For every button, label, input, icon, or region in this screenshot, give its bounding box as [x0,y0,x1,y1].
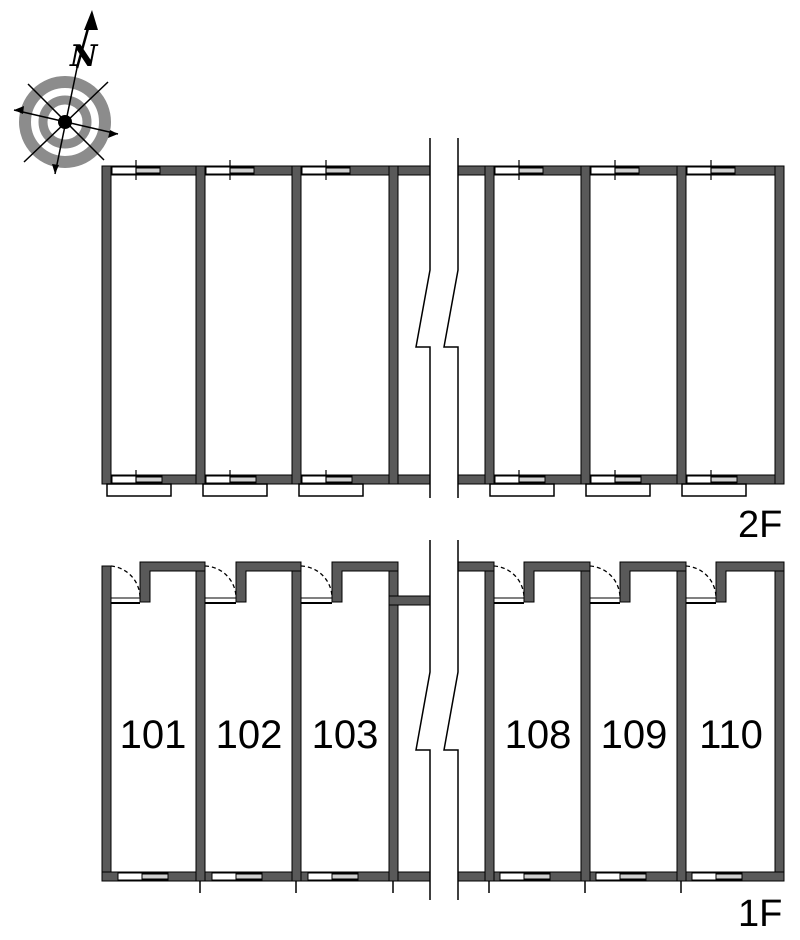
window [205,160,255,180]
window [691,872,743,881]
north-arrow-icon [84,10,98,30]
entry-door [110,565,141,604]
window [499,872,551,881]
unit-label-109: 109 [601,713,668,757]
window [117,872,169,881]
window [595,872,647,881]
break-line [415,138,459,498]
window [111,160,161,180]
window [307,872,359,881]
break-line [415,540,459,900]
entry-door [685,565,717,604]
window [590,160,640,180]
floor-label-1f: 1F [738,893,782,935]
entry-door [300,565,333,604]
window [494,160,544,180]
floor-label-2f: 2F [738,504,782,546]
entry-door [493,565,525,604]
balcony [106,483,172,497]
unit-label-101: 101 [120,713,187,757]
unit-label-108: 108 [505,713,572,757]
unit-label-103: 103 [312,713,379,757]
balcony [298,483,364,497]
unit-label-110: 110 [699,713,763,757]
entry-door [589,565,621,604]
window [494,470,546,488]
balcony [489,483,555,497]
balcony [681,483,747,497]
floor-1f: 101 102 103 108 109 110 1F [101,561,785,935]
window [211,872,263,881]
entry-door [204,565,237,604]
window [301,160,351,180]
balcony [202,483,268,497]
compass-rose-icon: N [13,10,119,175]
window [686,160,736,180]
unit-label-102: 102 [216,713,283,757]
balcony [585,483,651,497]
north-label: N [69,39,99,74]
